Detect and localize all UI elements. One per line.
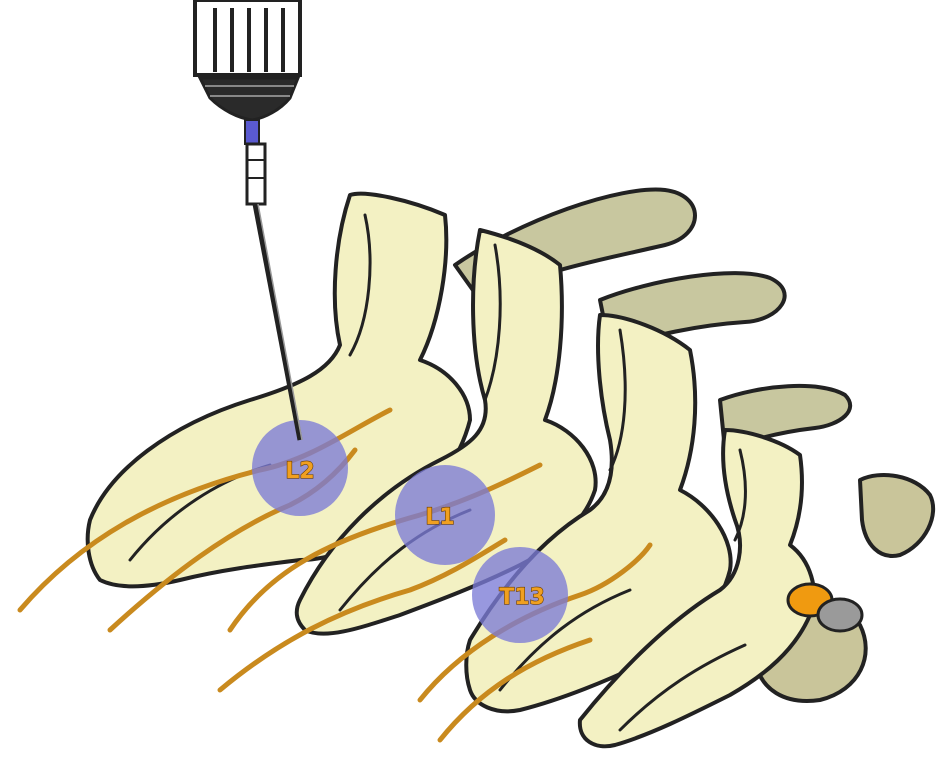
needle-connector	[247, 144, 265, 204]
syringe-needle-icon	[195, 0, 302, 440]
label-l1: L1	[425, 505, 454, 530]
label-l2: L2	[285, 459, 314, 484]
intervertebral-disc	[818, 599, 862, 631]
syringe-tip	[200, 78, 298, 120]
facet-right	[860, 475, 933, 556]
label-t13: T13	[499, 585, 545, 610]
needle-hub	[245, 120, 259, 144]
